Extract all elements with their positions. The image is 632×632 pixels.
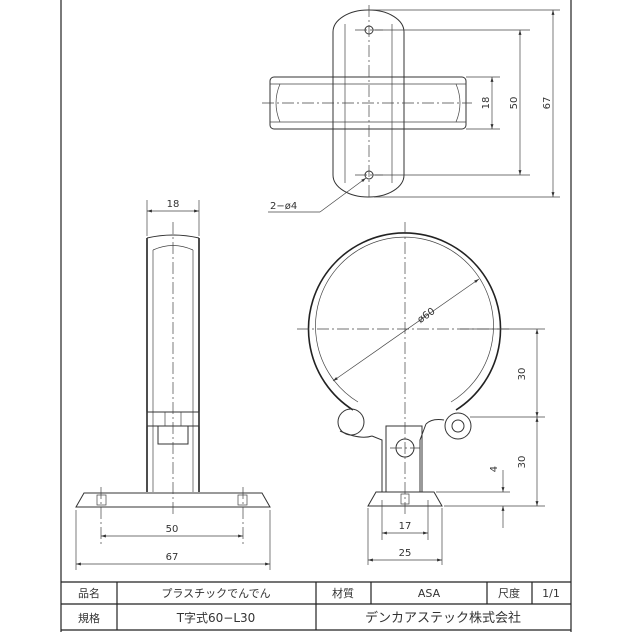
front-dim-30-upper: 30: [517, 368, 528, 381]
front-dim-25: 25: [399, 548, 412, 559]
material-label: 材質: [332, 586, 354, 600]
front-view-ring-inner: [315, 236, 494, 403]
scale-label: 尺度: [498, 586, 520, 600]
spec-label: 規格: [78, 611, 100, 625]
front-dim-4: 4: [489, 466, 500, 472]
side-view-base-plate: [75, 492, 271, 508]
front-dim-dia60: ø60: [416, 306, 438, 326]
top-view: 18 50 67 2−ø4: [262, 5, 560, 213]
product-name-value: プラスチックでんでん: [161, 587, 270, 600]
side-dim-50: 50: [166, 524, 179, 535]
scale-value: 1/1: [542, 587, 560, 600]
title-block: 品名 プラスチックでんでん 材質 ASA 尺度 1/1 規格 T字式60−L30…: [61, 581, 571, 631]
front-dim-17: 17: [399, 521, 412, 532]
top-view-base-plate: [332, 9, 405, 198]
side-view: 18 50 67: [75, 199, 271, 570]
side-dim-18: 18: [167, 199, 180, 210]
front-dim-30-lower: 30: [517, 456, 528, 469]
top-dim-50: 50: [509, 97, 520, 110]
product-name-label: 品名: [78, 586, 100, 600]
company-name: デンカアステック株式会社: [365, 610, 521, 626]
front-view-base: [367, 491, 443, 507]
front-view-ring-outer: [307, 232, 502, 411]
front-view-hinge-left: [337, 408, 365, 436]
front-view-stem-left: [371, 435, 383, 492]
front-view: ø60 30 30 4 17 25: [297, 222, 545, 565]
top-hole-note: 2−ø4: [270, 201, 297, 212]
top-dim-67: 67: [542, 97, 553, 110]
front-view-stem-right: [419, 423, 427, 492]
top-dim-18: 18: [481, 97, 492, 110]
side-dim-67: 67: [166, 552, 179, 563]
spec-value: T字式60−L30: [176, 610, 256, 625]
front-view-hinge-right: [444, 412, 472, 440]
material-value: ASA: [418, 587, 441, 600]
